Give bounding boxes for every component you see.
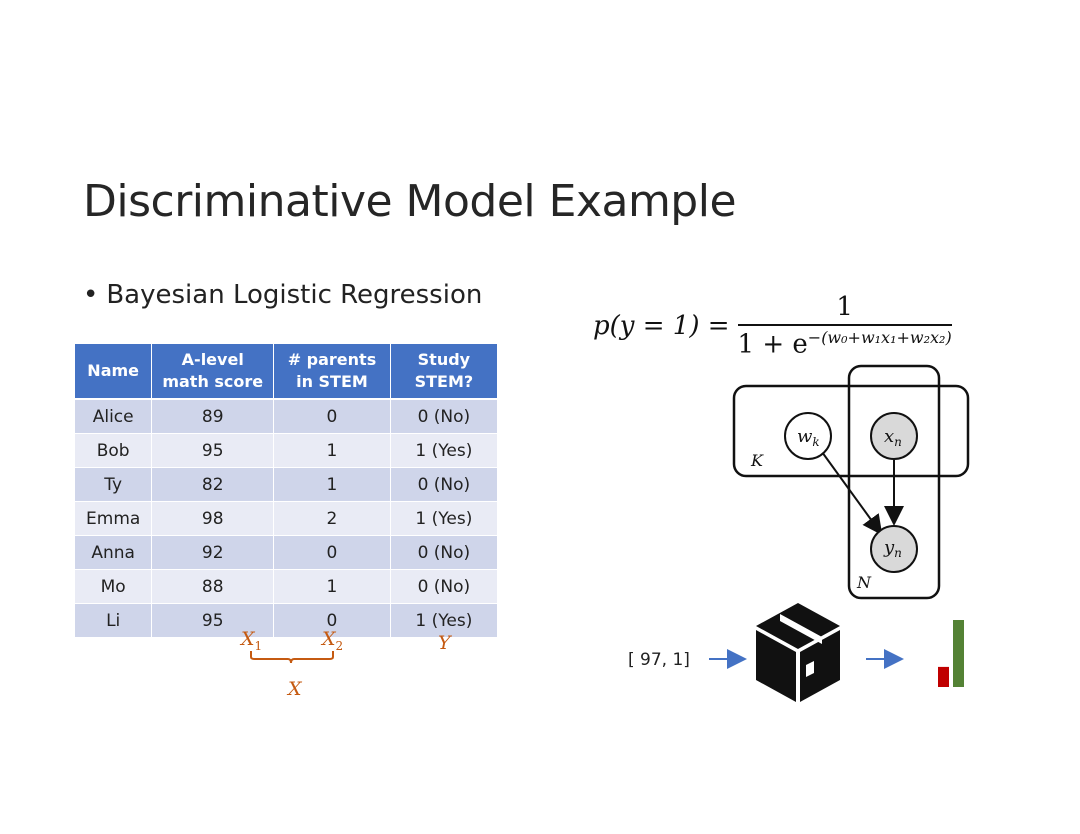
cell-name: Emma xyxy=(75,502,153,536)
table-row: Mo 88 1 0 (No) xyxy=(75,570,497,604)
plate-k-label: K xyxy=(750,451,764,470)
plate-k xyxy=(732,384,970,478)
formula-lhs: p(y = 1) = xyxy=(593,310,730,341)
cell-parents-stem: 1 xyxy=(274,434,391,468)
x-brace xyxy=(250,651,334,664)
plate-n xyxy=(847,364,941,600)
x2-label-text: X xyxy=(322,628,336,650)
cell-math-score: 82 xyxy=(152,468,275,502)
header-parents-stem: # parents in STEM xyxy=(274,344,391,400)
cell-parents-stem: 1 xyxy=(274,468,391,502)
table-row: Li 95 0 1 (Yes) xyxy=(75,604,497,638)
cell-math-score: 95 xyxy=(152,434,275,468)
cell-math-score: 89 xyxy=(152,400,275,434)
table-row: Ty 82 1 0 (No) xyxy=(75,468,497,502)
formula-numerator: 1 xyxy=(836,292,853,322)
bullet-dot: • xyxy=(83,280,99,310)
node-w xyxy=(784,412,832,460)
cell-parents-stem: 1 xyxy=(274,570,391,604)
formula-denominator: 1 + e−(w₀+w₁x₁+w₂x₂) xyxy=(737,324,952,360)
cell-parents-stem: 2 xyxy=(274,502,391,536)
node-y xyxy=(870,525,918,573)
cell-parents-stem: 0 xyxy=(274,400,391,434)
edge-w-to-y xyxy=(821,451,883,536)
node-y-label: yn xyxy=(883,537,902,560)
x2-label: X2 xyxy=(322,628,343,653)
cell-study-stem: 1 (Yes) xyxy=(390,604,497,638)
table-row: Alice 89 0 0 (No) xyxy=(75,400,497,434)
node-w-label: wk xyxy=(797,426,820,449)
output-bar-chart xyxy=(938,620,964,687)
bullet-item: •Bayesian Logistic Regression xyxy=(83,280,482,310)
cell-parents-stem: 0 xyxy=(274,604,391,638)
table-row: Emma 98 2 1 (Yes) xyxy=(75,502,497,536)
cell-math-score: 95 xyxy=(152,604,275,638)
formula-exponent: −(w₀+w₁x₁+w₂x₂) xyxy=(807,328,952,347)
node-x-label: xn xyxy=(884,426,902,449)
logistic-formula: p(y = 1) = 1 1 + e−(w₀+w₁x₁+w₂x₂) xyxy=(593,292,952,360)
cell-name: Mo xyxy=(75,570,153,604)
cell-study-stem: 0 (No) xyxy=(390,536,497,570)
y-label: Y xyxy=(438,632,451,654)
cell-study-stem: 0 (No) xyxy=(390,468,497,502)
data-table: Name A-level math score # parents in STE… xyxy=(75,344,497,638)
cell-math-score: 92 xyxy=(152,536,275,570)
output-bar-green xyxy=(953,620,964,687)
header-study-stem: Study STEM? xyxy=(390,344,497,400)
x2-label-sub: 2 xyxy=(335,638,344,653)
black-box-icon xyxy=(756,603,840,702)
x-label: X xyxy=(288,678,302,700)
plate-n-label: N xyxy=(856,573,872,592)
output-bar-red xyxy=(938,666,949,687)
cell-name: Li xyxy=(75,604,153,638)
table-header-row: Name A-level math score # parents in STE… xyxy=(75,344,497,400)
x1-label: X1 xyxy=(241,628,262,653)
header-name: Name xyxy=(75,344,153,400)
cell-study-stem: 0 (No) xyxy=(390,570,497,604)
cell-parents-stem: 0 xyxy=(274,536,391,570)
cell-name: Ty xyxy=(75,468,153,502)
cell-study-stem: 1 (Yes) xyxy=(390,502,497,536)
node-x xyxy=(870,412,918,460)
bullet-text: Bayesian Logistic Regression xyxy=(106,280,483,310)
input-vector: [ 97, 1] xyxy=(628,650,690,670)
formula-fraction: 1 1 + e−(w₀+w₁x₁+w₂x₂) xyxy=(737,292,952,360)
x1-label-text: X xyxy=(241,628,255,650)
table-row: Anna 92 0 0 (No) xyxy=(75,536,497,570)
header-math-score: A-level math score xyxy=(152,344,275,400)
cell-name: Anna xyxy=(75,536,153,570)
cell-math-score: 88 xyxy=(152,570,275,604)
cell-study-stem: 1 (Yes) xyxy=(390,434,497,468)
x1-label-sub: 1 xyxy=(254,638,263,653)
slide-title: Discriminative Model Example xyxy=(83,176,737,227)
formula-denominator-base: 1 + e xyxy=(737,329,808,360)
cell-name: Alice xyxy=(75,400,153,434)
cell-math-score: 98 xyxy=(152,502,275,536)
cell-name: Bob xyxy=(75,434,153,468)
table-row: Bob 95 1 1 (Yes) xyxy=(75,434,497,468)
cell-study-stem: 0 (No) xyxy=(390,400,497,434)
